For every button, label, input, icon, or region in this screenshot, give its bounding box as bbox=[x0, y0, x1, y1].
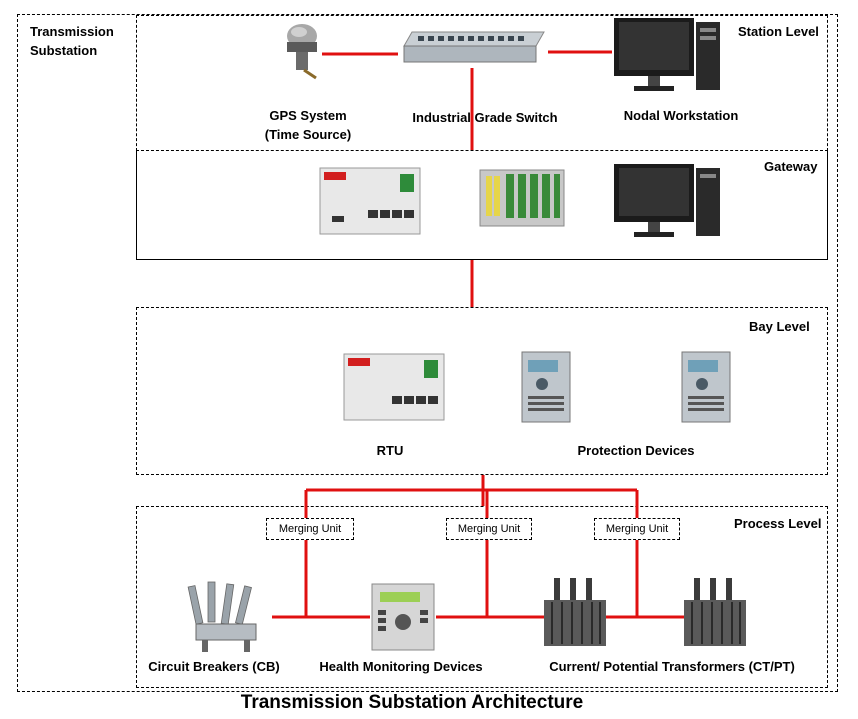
transformer-icon-2 bbox=[684, 578, 746, 646]
rtu-label: RTU bbox=[376, 443, 404, 458]
protection-relay-icon-2 bbox=[681, 351, 731, 423]
protection-devices-label: Protection Devices bbox=[577, 443, 695, 458]
station-level-label: Station Level bbox=[738, 24, 819, 39]
protection-relay-icon bbox=[521, 351, 571, 423]
transformers-label: Current/ Potential Transformers (CT/PT) bbox=[549, 659, 795, 674]
io-rack-icon bbox=[479, 169, 565, 227]
gateway-frame bbox=[136, 150, 828, 260]
transformer-icon bbox=[544, 578, 606, 646]
transmission-substation-label: Transmission Substation bbox=[30, 24, 114, 58]
circuit-breaker-icon bbox=[187, 581, 257, 652]
switch-label: Industrial Grade Switch bbox=[412, 110, 558, 125]
health-monitoring-label: Health Monitoring Devices bbox=[319, 659, 483, 674]
merging-unit-1: Merging Unit bbox=[266, 518, 354, 540]
process-level-label: Process Level bbox=[734, 516, 822, 531]
diagram-title: Transmission Substation Architecture bbox=[240, 692, 584, 713]
process-level-frame bbox=[136, 506, 828, 688]
merging-unit-3: Merging Unit bbox=[594, 518, 680, 540]
merging-unit-2: Merging Unit bbox=[446, 518, 532, 540]
workstation-label: Nodal Workstation bbox=[623, 108, 739, 123]
gps-antenna-icon bbox=[287, 24, 317, 80]
monitoring-device-icon bbox=[371, 583, 435, 651]
gateway-workstation-icon bbox=[614, 164, 720, 237]
gateway-rtu-icon bbox=[319, 167, 421, 235]
network-switch-icon bbox=[403, 31, 545, 63]
rtu-device-icon bbox=[343, 353, 445, 421]
bay-level-label: Bay Level bbox=[749, 319, 810, 334]
circuit-breakers-label: Circuit Breakers (CB) bbox=[148, 659, 280, 674]
bay-level-frame bbox=[136, 307, 828, 475]
gps-system-label: GPS System (Time Source) bbox=[264, 108, 352, 142]
station-level-frame bbox=[136, 15, 828, 151]
transmission-substation-frame bbox=[17, 14, 838, 692]
gateway-label: Gateway bbox=[764, 159, 818, 174]
workstation-icon bbox=[614, 18, 720, 91]
